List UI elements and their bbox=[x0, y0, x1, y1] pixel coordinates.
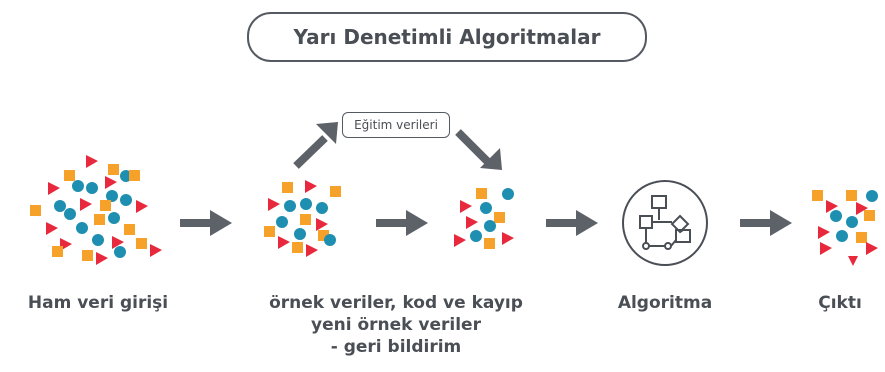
stage-label-samples: örnek veriler, kod ve kayıp yeni örnek v… bbox=[248, 292, 544, 358]
labeled-data-cluster bbox=[454, 188, 514, 249]
raw-data-cluster bbox=[30, 155, 162, 265]
algorithm-flowchart-icon bbox=[622, 180, 708, 266]
training-data-tag: Eğitim verileri bbox=[342, 112, 450, 138]
arrow-right-icon bbox=[740, 210, 792, 236]
arrow-up-right-head-icon bbox=[316, 122, 338, 144]
stage-label-algorithm: Algoritma bbox=[617, 293, 713, 313]
stage-label-samples-line-1: örnek veriler, kod ve kayıp bbox=[269, 293, 523, 313]
stage-label-output: Çıktı bbox=[818, 293, 862, 313]
diagram-title: Yarı Denetimli Algoritmalar bbox=[247, 12, 647, 62]
stage-label-raw-input: Ham veri girişi bbox=[27, 293, 169, 313]
arrow-right-icon bbox=[376, 210, 428, 236]
arrow-right-icon bbox=[180, 210, 232, 236]
arrow-down-right-head-icon bbox=[480, 148, 502, 170]
arrow-down-right-icon bbox=[455, 129, 491, 165]
stage-label-samples-line-3: - geri bildirim bbox=[330, 337, 462, 357]
output-data-cluster bbox=[812, 190, 878, 266]
arrow-up-right-icon bbox=[293, 135, 328, 169]
stage-label-samples-line-2: yeni örnek veriler bbox=[311, 315, 481, 335]
sample-data-cluster bbox=[264, 180, 341, 257]
arrow-right-icon bbox=[546, 210, 598, 236]
